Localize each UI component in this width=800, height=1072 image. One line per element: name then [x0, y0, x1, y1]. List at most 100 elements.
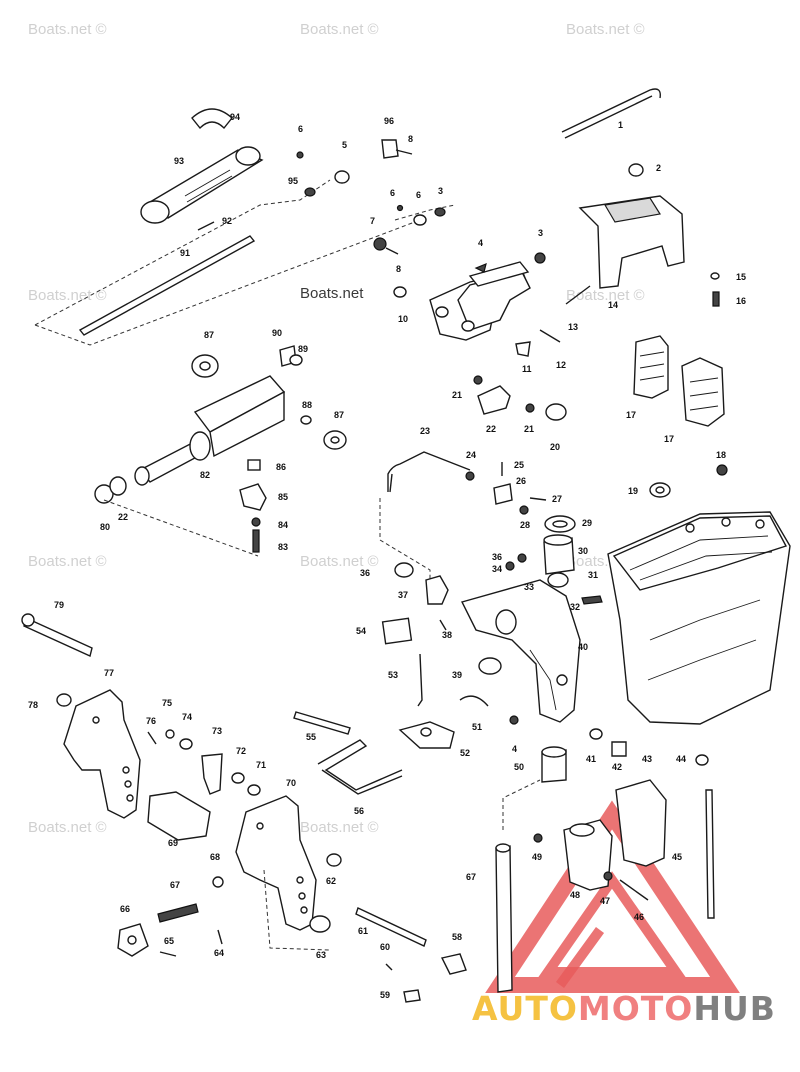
transom-clamp-assembly: [21, 613, 342, 951]
callout-number: 67: [466, 872, 476, 882]
callout-number: 20: [550, 442, 560, 452]
svg-text:AUTOMOTOHUB: AUTOMOTOHUB: [472, 989, 776, 1028]
callout-number: 52: [460, 748, 470, 758]
callout-number: 28: [520, 520, 530, 530]
callout-number: 36: [492, 552, 502, 562]
callout-number: 68: [210, 852, 220, 862]
callout-number: 27: [552, 494, 562, 504]
callout-labels: 1 2 3 3 4 4 5 6 6 6 7 8 8 10 11 12 13 14…: [28, 112, 746, 1000]
callout-number: 13: [568, 322, 578, 332]
callout-number: 17: [626, 410, 636, 420]
callout-number: 62: [326, 876, 336, 886]
callout-number: 15: [736, 272, 746, 282]
callout-number: 4: [512, 744, 517, 754]
callout-number: 3: [538, 228, 543, 238]
trim-cylinder-assembly: [94, 345, 347, 557]
callout-number: 58: [452, 932, 462, 942]
callout-number: 95: [288, 176, 298, 186]
callout-number: 37: [398, 590, 408, 600]
swivel-arm-assembly: [381, 553, 603, 723]
watermark-text: Boats.net ©: [300, 21, 379, 38]
callout-number: 79: [54, 600, 64, 610]
watermark-text: Boats.net ©: [300, 819, 379, 836]
callout-number: 46: [634, 912, 644, 922]
callout-number: 93: [174, 156, 184, 166]
callout-number: 22: [486, 424, 496, 434]
callout-number: 7: [370, 216, 375, 226]
watermarks: Boats.net © Boats.net © Boats.net © Boat…: [28, 21, 645, 836]
callout-number: 91: [180, 248, 190, 258]
callout-number: 88: [302, 400, 312, 410]
watermark-text: Boats.net ©: [28, 819, 107, 836]
callout-number: 12: [556, 360, 566, 370]
callout-number: 78: [28, 700, 38, 710]
callout-number: 56: [354, 806, 364, 816]
tilt-tube-assembly: [34, 108, 421, 346]
watermark-text: Boats.net ©: [28, 21, 107, 38]
watermark-text: Boats.net ©: [566, 287, 645, 304]
watermark-text: Boats.net: [300, 285, 364, 302]
watermark-text: Boats.net ©: [300, 553, 379, 570]
brand-wordmark: AUTOMOTOHUB: [472, 989, 776, 1028]
callout-number: 21: [524, 424, 534, 434]
swivel-bracket-assembly: [373, 204, 561, 357]
callout-number: 3: [438, 186, 443, 196]
callout-number: 34: [492, 564, 502, 574]
callout-number: 2: [656, 163, 661, 173]
callout-number: 73: [212, 726, 222, 736]
transom-housing: [607, 511, 791, 725]
callout-number: 32: [570, 602, 580, 612]
callout-number: 18: [716, 450, 726, 460]
callout-number: 83: [278, 542, 288, 552]
callout-number: 6: [390, 188, 395, 198]
callout-number: 36: [360, 568, 370, 578]
callout-number: 41: [586, 754, 596, 764]
callout-number: 94: [230, 112, 240, 122]
callout-number: 60: [380, 942, 390, 952]
brand-wordmark-moto: MOTO: [578, 989, 693, 1028]
callout-number: 51: [472, 722, 482, 732]
callout-number: 16: [736, 296, 746, 306]
lower-linkage-assembly: [293, 653, 709, 795]
callout-number: 67: [170, 880, 180, 890]
callout-number: 47: [600, 896, 610, 906]
brand-triangle-logo: [485, 800, 740, 993]
linkage-assembly: [379, 375, 576, 580]
callout-number: 77: [104, 668, 114, 678]
callout-number: 33: [524, 582, 534, 592]
callout-number: 1: [618, 120, 623, 130]
callout-number: 21: [452, 390, 462, 400]
callout-number: 74: [182, 712, 192, 722]
callout-number: 85: [278, 492, 288, 502]
callout-number: 26: [516, 476, 526, 486]
callout-number: 72: [236, 746, 246, 756]
callout-number: 80: [100, 522, 110, 532]
callout-number: 8: [408, 134, 413, 144]
callout-number: 10: [398, 314, 408, 324]
callout-number: 24: [466, 450, 476, 460]
callout-number: 76: [146, 716, 156, 726]
callout-number: 42: [612, 762, 622, 772]
callout-number: 40: [578, 642, 588, 652]
steering-bracket-assembly: [561, 88, 720, 307]
callout-number: 22: [118, 512, 128, 522]
callout-number: 63: [316, 950, 326, 960]
callout-number: 50: [514, 762, 524, 772]
callout-number: 96: [384, 116, 394, 126]
callout-number: 6: [416, 190, 421, 200]
callout-number: 30: [578, 546, 588, 556]
callout-number: 5: [342, 140, 347, 150]
callout-number: 19: [628, 486, 638, 496]
callout-number: 25: [514, 460, 524, 470]
callout-number: 71: [256, 760, 266, 770]
callout-number: 66: [120, 904, 130, 914]
callout-number: 87: [334, 410, 344, 420]
brand-wordmark-hub: HUB: [693, 989, 776, 1028]
callout-number: 55: [306, 732, 316, 742]
callout-number: 49: [532, 852, 542, 862]
callout-number: 38: [442, 630, 452, 640]
callout-number: 75: [162, 698, 172, 708]
callout-number: 87: [204, 330, 214, 340]
callout-number: 43: [642, 754, 652, 764]
